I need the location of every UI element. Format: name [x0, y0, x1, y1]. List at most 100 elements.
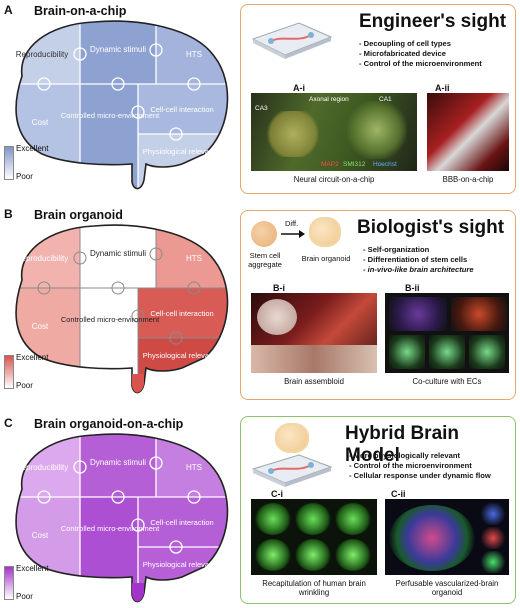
row-title-a: Brain-on-a-chip [34, 4, 127, 18]
biologist-bullets: - Self-organization - Differentiation of… [363, 245, 474, 275]
engineer-bullet-3: - Control of the microenvironment [359, 59, 482, 68]
hybrid-bullet-3: - Cellular response under dynamic flow [349, 471, 491, 480]
stem-cell-aggregate-icon [251, 221, 277, 247]
label-cellcell-b: Cell-cell interaction [150, 309, 213, 318]
caption-a-i: Neural circuit-on-a-chip [293, 175, 375, 184]
panel-letter-b: B [4, 207, 13, 221]
wrinkling-image [251, 499, 377, 575]
panel-letter-a: A [4, 3, 13, 17]
label-cellcell-c: Cell-cell interaction [150, 518, 213, 527]
label-physio-a: Physiological relevance [143, 147, 221, 156]
chip-device-illustration-c [251, 454, 333, 487]
panel-letter-c: C [4, 416, 13, 430]
organoid-icon [275, 423, 309, 453]
hybrid-bullet-1: - More physiologically relevant [349, 451, 460, 460]
label-c-i: C-i [271, 489, 283, 499]
piece-reproducibility-a [16, 21, 80, 84]
img-text-map2: MAP2 [321, 161, 339, 168]
label-controlled-a: Controlled micro-environment [61, 111, 160, 120]
img-text-smi312: SMI312 [343, 161, 366, 168]
card-biologist: Diff. Stem cell aggregate Brain organoid… [240, 210, 516, 400]
label-hts-b: HTS [186, 254, 202, 263]
legend-poor-c: Poor [16, 592, 33, 601]
biologist-bullet-2: - Differentiation of stem cells [363, 255, 468, 264]
label-reproducibility-b: Reproducibility [16, 254, 68, 263]
legend-excellent-b: Excellent [16, 353, 49, 362]
engineer-bullets: - Decoupling of cell types - Microfabric… [359, 39, 482, 69]
legend-excellent-c: Excellent [16, 564, 49, 573]
label-b-ii: B-ii [405, 283, 420, 293]
co-culture-image [385, 293, 509, 373]
label-physio-b: Physiological relevance [143, 351, 221, 360]
brain-organoid-icon [309, 217, 341, 247]
caption-b-ii: Co-culture with ECs [412, 377, 482, 386]
piece-physio-a [138, 134, 228, 189]
label-b-i: B-i [273, 283, 285, 293]
label-hts-a: HTS [186, 50, 202, 59]
biologist-bullet-1: - Self-organization [363, 245, 430, 254]
label-reproducibility-c: Reproducibility [16, 463, 68, 472]
card-engineer: Engineer's sight - Decoupling of cell ty… [240, 4, 516, 194]
legend-bar-a [4, 146, 14, 180]
img-text-ca1: CA1 [379, 96, 392, 103]
engineer-bullet-2: - Microfabricated device [359, 49, 446, 58]
legend-c: Excellent Poor [4, 564, 48, 601]
label-a-ii: A-ii [435, 83, 450, 93]
engineer-title: Engineer's sight [359, 11, 507, 32]
brain-organoid-label: Brain organoid [301, 254, 351, 263]
legend-poor-a: Poor [16, 172, 33, 181]
biologist-bullet-3: - in-vivo-like brain architecture [363, 265, 474, 274]
row-title-c: Brain organoid-on-a-chip [34, 417, 184, 431]
row-title-b: Brain organoid [34, 208, 123, 222]
label-cost-c: Cost [32, 531, 49, 540]
label-controlled-c: Controlled micro-environment [61, 524, 160, 533]
label-controlled-b: Controlled micro-environment [61, 315, 160, 324]
brain-puzzle-c: Reproducibility Dynamic stimuli HTS Cost… [15, 433, 229, 603]
card-hybrid: Hybrid Brain Model - More physiologicall… [240, 416, 516, 604]
label-dynamic-a-text: Dynamic stimuli [90, 45, 146, 54]
vascularized-organoid-image [385, 499, 509, 575]
legend-a: Excellent Poor [4, 144, 48, 181]
engineer-bullet-1: - Decoupling of cell types [359, 39, 451, 48]
label-hts-c: HTS [186, 463, 202, 472]
hybrid-bullet-2: - Control of the microenvironment [349, 461, 472, 470]
legend-bar-c [4, 566, 14, 600]
piece-controlled-a [80, 84, 138, 189]
label-dynamic-b: Dynamic stimuli [90, 249, 146, 258]
arrow-right-icon [281, 230, 305, 238]
piece-hts-a [156, 21, 228, 84]
brain-puzzle-a: Reproducibility Dynamic stimuli HTS Cost… [15, 20, 229, 190]
label-reproducibility-a: Reproducibility [16, 50, 68, 59]
img-text-hoechst: Hoechst [373, 161, 397, 168]
piece-dynamic-a [80, 21, 156, 84]
legend-bar-b [4, 355, 14, 389]
label-dynamic-c: Dynamic stimuli [90, 458, 146, 467]
caption-c-i: Recapitulation of human brain wrinkling [262, 579, 366, 597]
label-cellcell-a: Cell-cell interaction [150, 105, 213, 114]
brain-puzzle-b: Reproducibility Dynamic stimuli HTS Cost… [15, 224, 229, 394]
label-a-i: A-i [293, 83, 305, 93]
hybrid-title: Hybrid Brain Model [345, 423, 460, 466]
diff-label: Diff. [285, 219, 299, 228]
caption-c-ii: Perfusable vascularized-brain organoid [395, 579, 499, 597]
img-text-ca3: CA3 [255, 105, 268, 112]
bbb-chip-image [427, 93, 509, 171]
img-text-axonal: Axonal region [309, 96, 349, 103]
biologist-title: Biologist's sight [357, 217, 505, 238]
piece-cellcell-a [138, 84, 228, 134]
brain-assembloid-image [251, 293, 377, 373]
label-cost-a: Cost [32, 118, 49, 127]
caption-a-ii: BBB-on-a-chip [442, 175, 494, 184]
chip-device-illustration [251, 22, 333, 59]
legend-excellent-a: Excellent [16, 144, 49, 153]
label-dynamic-a: Dynamic stimuli [90, 45, 146, 54]
legend-poor-b: Poor [16, 381, 33, 390]
legend-b: Excellent Poor [4, 353, 48, 390]
caption-b-i: Brain assembloid [284, 377, 344, 386]
label-cost-b: Cost [32, 322, 49, 331]
neural-circuit-image: Axonal region CA3 CA1 MAP2 SMI312 Hoechs… [251, 93, 417, 171]
label-physio-c: Physiological relevance [143, 560, 221, 569]
label-c-ii: C-ii [391, 489, 406, 499]
stem-cell-label: Stem cell aggregate [248, 251, 282, 269]
hybrid-bullets: - More physiologically relevant - Contro… [349, 451, 491, 481]
